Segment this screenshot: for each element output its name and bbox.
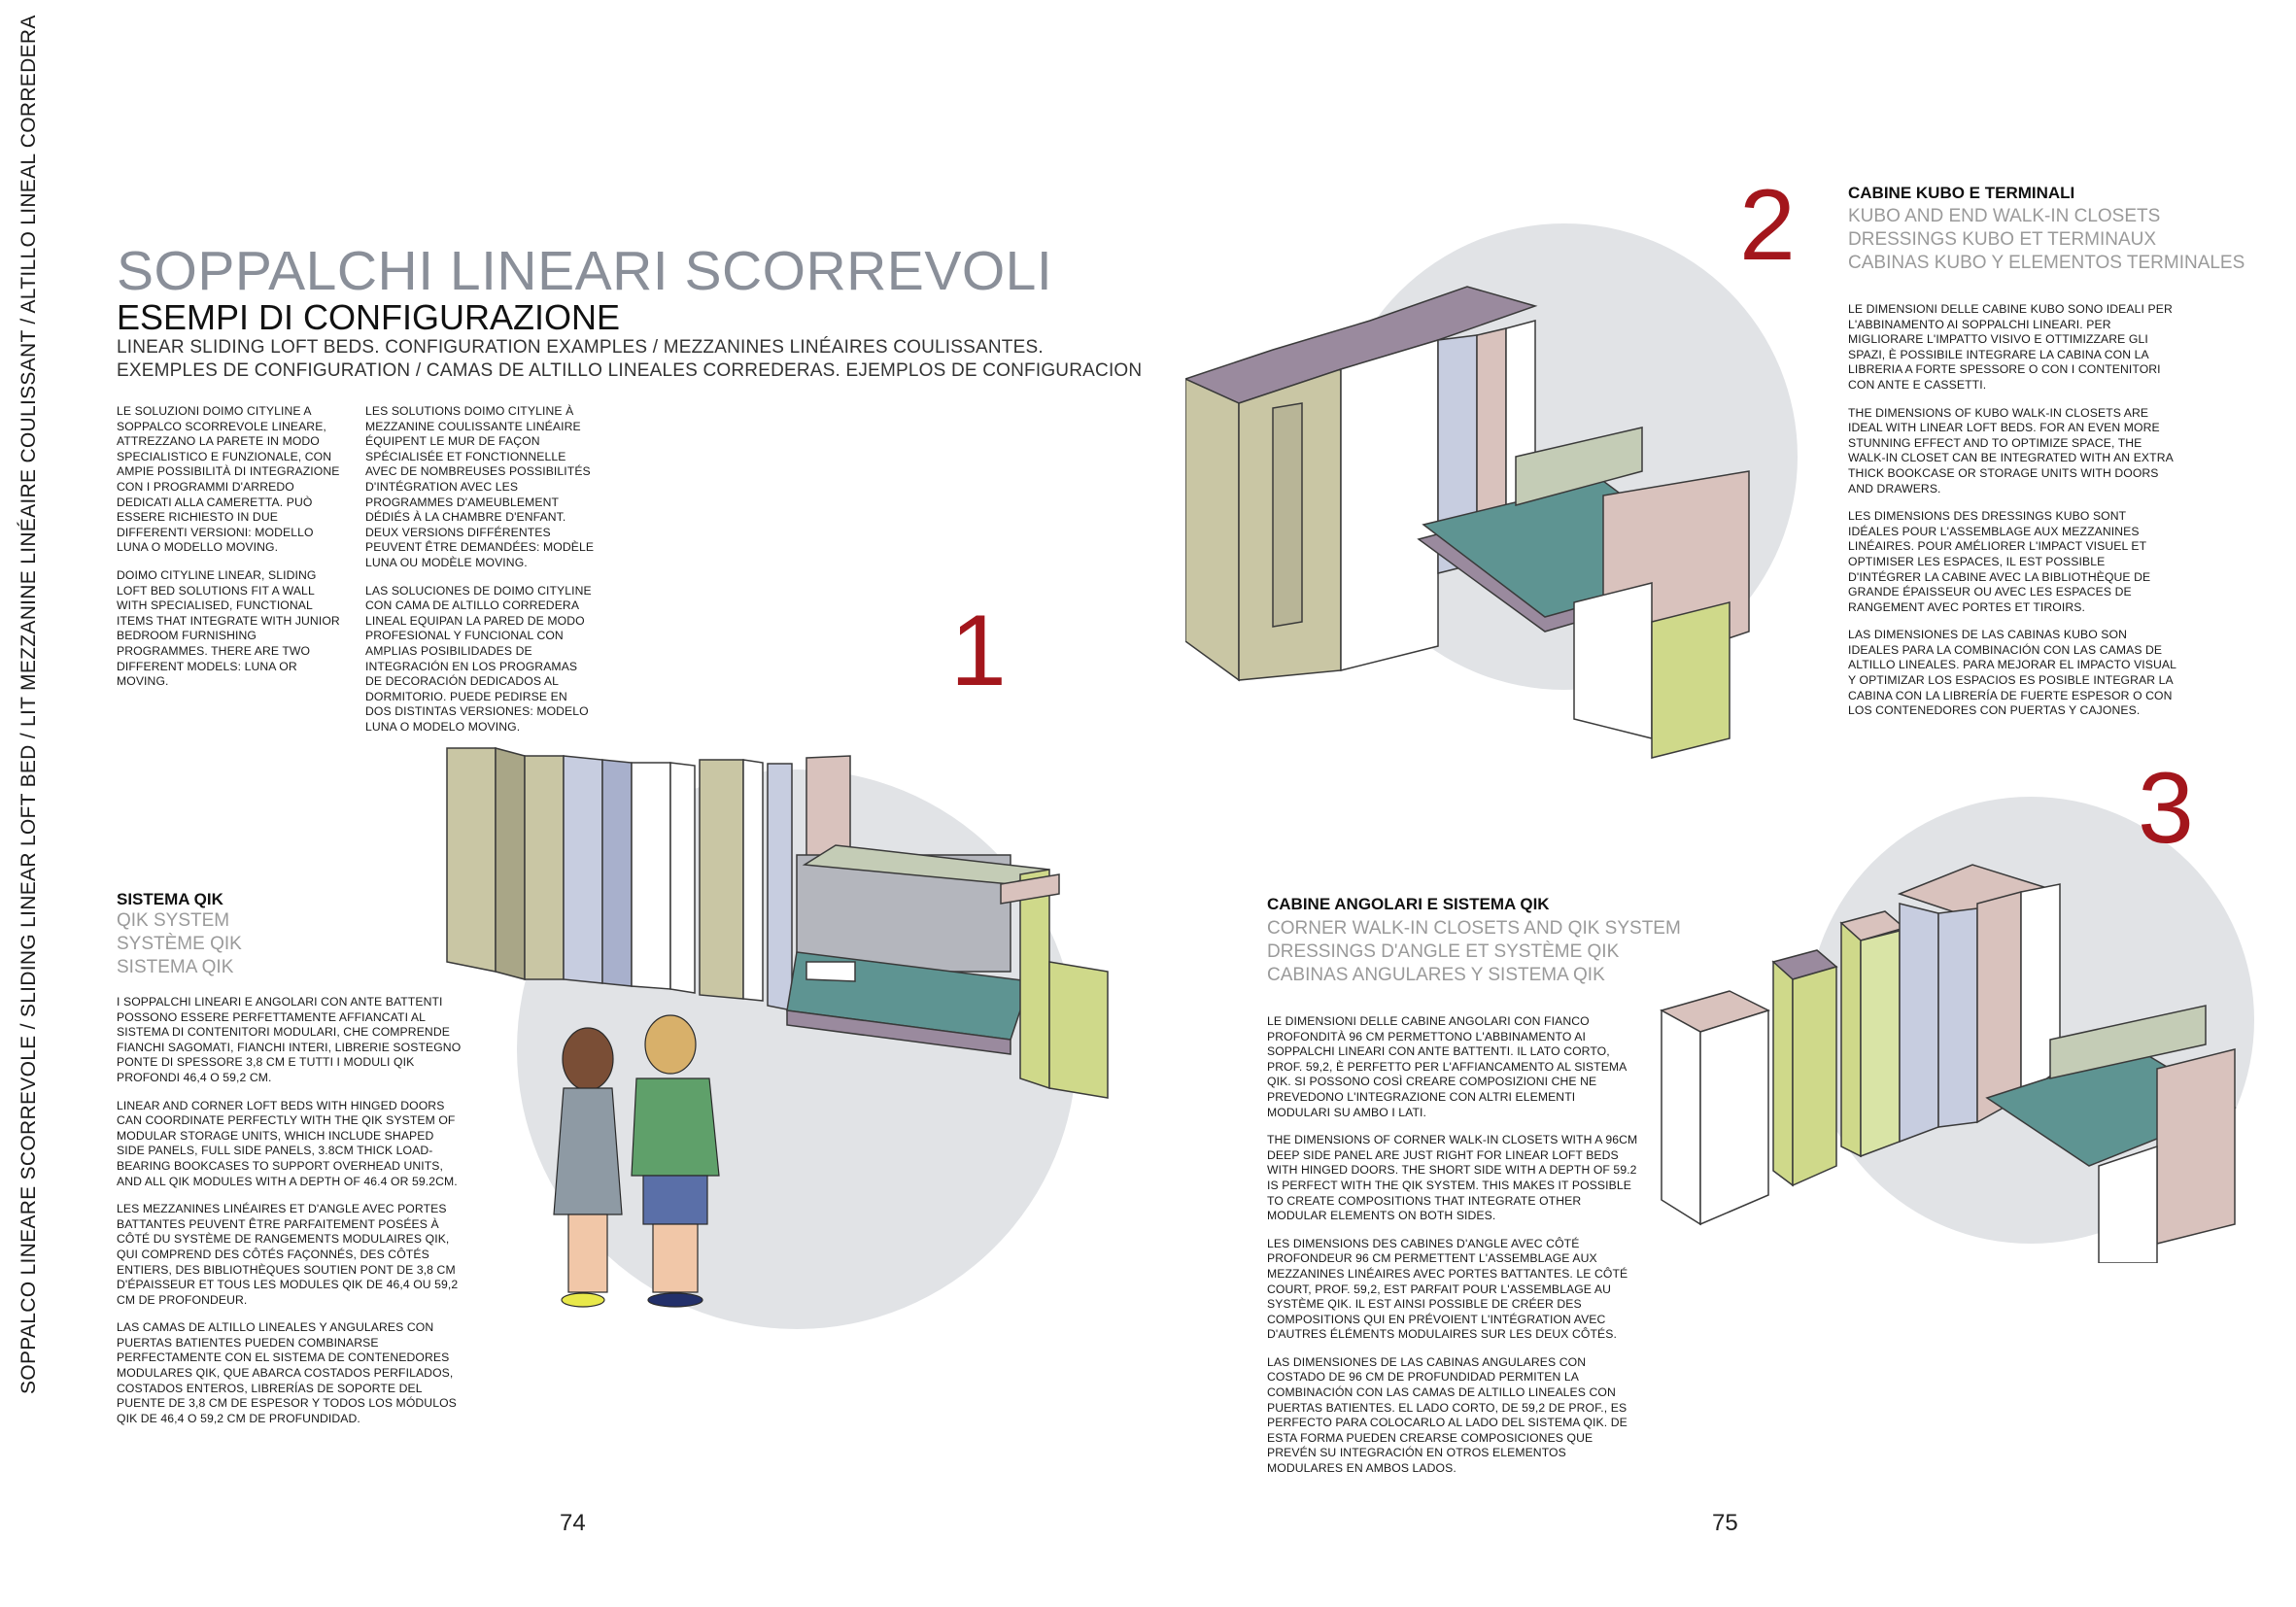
section-2-body: LE DIMENSIONI DELLE CABINE KUBO SONO IDE…: [1848, 302, 2178, 732]
walk-in-closet-kubo: [1185, 286, 1750, 759]
composition-number-2: 2: [1739, 169, 1796, 282]
section-3-paragraph-it: LE DIMENSIONI DELLE CABINE ANGOLARI CON …: [1267, 1014, 1627, 1119]
section-1-translation-en: QIK SYSTEM: [117, 910, 230, 931]
section-3-translation-en: CORNER WALK-IN CLOSETS AND QIK SYSTEM: [1267, 918, 1681, 939]
page-title: SOPPALCHI LINEARI SCORREVOLI: [117, 240, 1053, 302]
section-1-translation-es: SISTEMA QIK: [117, 957, 234, 977]
children-figures: [553, 1014, 720, 1308]
section-3-paragraph-en: THE DIMENSIONS OF CORNER WALK-IN CLOSETS…: [1267, 1133, 1638, 1223]
page-number-right: 75: [1712, 1510, 1738, 1536]
illustration-composition-2: [1185, 223, 1798, 759]
section-3-translation-es: CABINAS ANGULARES Y SISTEMA QIK: [1267, 965, 1605, 985]
wardrobe-group-1: [446, 747, 793, 1011]
side-vertical-title: SOPPALCO LINEARE SCORREVOLE / SLIDING LI…: [17, 15, 40, 1394]
section-2-translations: KUBO AND END WALK-IN CLOSETS DRESSINGS K…: [1848, 205, 2245, 275]
section-2-translation-fr: DRESSINGS KUBO ET TERMINAUX: [1848, 229, 2157, 250]
page-subtitle: ESEMPI DI CONFIGURAZIONE: [117, 297, 621, 337]
composition-number-1: 1: [950, 595, 1007, 707]
section-3-translation-fr: DRESSINGS D'ANGLE ET SYSTÈME QIK: [1267, 941, 1620, 962]
section-2-paragraph-it: LE DIMENSIONI DELLE CABINE KUBO SONO IDE…: [1848, 302, 2173, 392]
intro-paragraph-it: LE SOLUZIONI DOIMO CITYLINE A SOPPALCO S…: [117, 404, 340, 555]
page-number-left: 74: [560, 1510, 586, 1536]
section-2-translation-en: KUBO AND END WALK-IN CLOSETS: [1848, 206, 2161, 226]
loft-bed-1: [786, 755, 1109, 1099]
subtitle-translation-line-1: LINEAR SLIDING LOFT BEDS. CONFIGURATION …: [117, 337, 1044, 358]
section-1-heading: SISTEMA QIK: [117, 890, 223, 908]
section-3-paragraph-fr: LES DIMENSIONS DES CABINES D'ANGLE AVEC …: [1267, 1236, 1628, 1342]
section-2-paragraph-fr: LES DIMENSIONS DES DRESSINGS KUBO SONT I…: [1848, 509, 2151, 614]
section-1-paragraph-fr: LES MEZZANINES LINÉAIRES ET D'ANGLE AVEC…: [117, 1202, 459, 1307]
illustration-composition-3: [1660, 797, 2254, 1263]
section-2-paragraph-en: THE DIMENSIONS OF KUBO WALK-IN CLOSETS A…: [1848, 405, 2174, 496]
intro-column-2: LES SOLUTIONS DOIMO CITYLINE À MEZZANINE…: [365, 404, 595, 747]
intro-column-1: LE SOLUZIONI DOIMO CITYLINE A SOPPALCO S…: [117, 404, 340, 702]
intro-paragraph-en: DOIMO CITYLINE LINEAR, SLIDING LOFT BED …: [117, 567, 340, 689]
section-1-translations: QIK SYSTEM SYSTÈME QIK SISTEMA QIK: [117, 909, 242, 979]
intro-paragraph-es: LAS SOLUCIONES DE DOIMO CITYLINE CON CAM…: [365, 583, 592, 734]
section-2-heading: CABINE KUBO E TERMINALI: [1848, 184, 2075, 202]
section-3-translations: CORNER WALK-IN CLOSETS AND QIK SYSTEM DR…: [1267, 917, 1681, 987]
section-1-translation-fr: SYSTÈME QIK: [117, 934, 242, 954]
subtitle-translation-line-2: EXEMPLES DE CONFIGURATION / CAMAS DE ALT…: [117, 360, 1143, 381]
section-1-paragraph-en: LINEAR AND CORNER LOFT BEDS WITH HINGED …: [117, 1098, 458, 1188]
section-2-paragraph-es: LAS DIMENSIONES DE LAS CABINAS KUBO SON …: [1848, 628, 2176, 718]
corner-closet-qik: [1660, 864, 2237, 1263]
intro-paragraph-fr: LES SOLUTIONS DOIMO CITYLINE À MEZZANINE…: [365, 404, 595, 569]
section-3-paragraph-es: LAS DIMENSIONES DE LAS CABINAS ANGULARES…: [1267, 1354, 1628, 1476]
section-1-paragraph-it: I SOPPALCHI LINEARI E ANGOLARI CON ANTE …: [117, 995, 462, 1084]
composition-number-3: 3: [2138, 752, 2194, 865]
section-1-paragraph-es: LAS CAMAS DE ALTILLO LINEALES Y ANGULARE…: [117, 1320, 457, 1425]
section-3-body: LE DIMENSIONI DELLE CABINE ANGOLARI CON …: [1267, 1014, 1641, 1489]
section-2-translation-es: CABINAS KUBO Y ELEMENTOS TERMINALES: [1848, 253, 2245, 273]
section-1-body: I SOPPALCHI LINEARI E ANGOLARI CON ANTE …: [117, 995, 462, 1439]
section-3-heading: CABINE ANGOLARI E SISTEMA QIK: [1267, 895, 1550, 913]
illustration-composition-1: [446, 747, 1109, 1329]
